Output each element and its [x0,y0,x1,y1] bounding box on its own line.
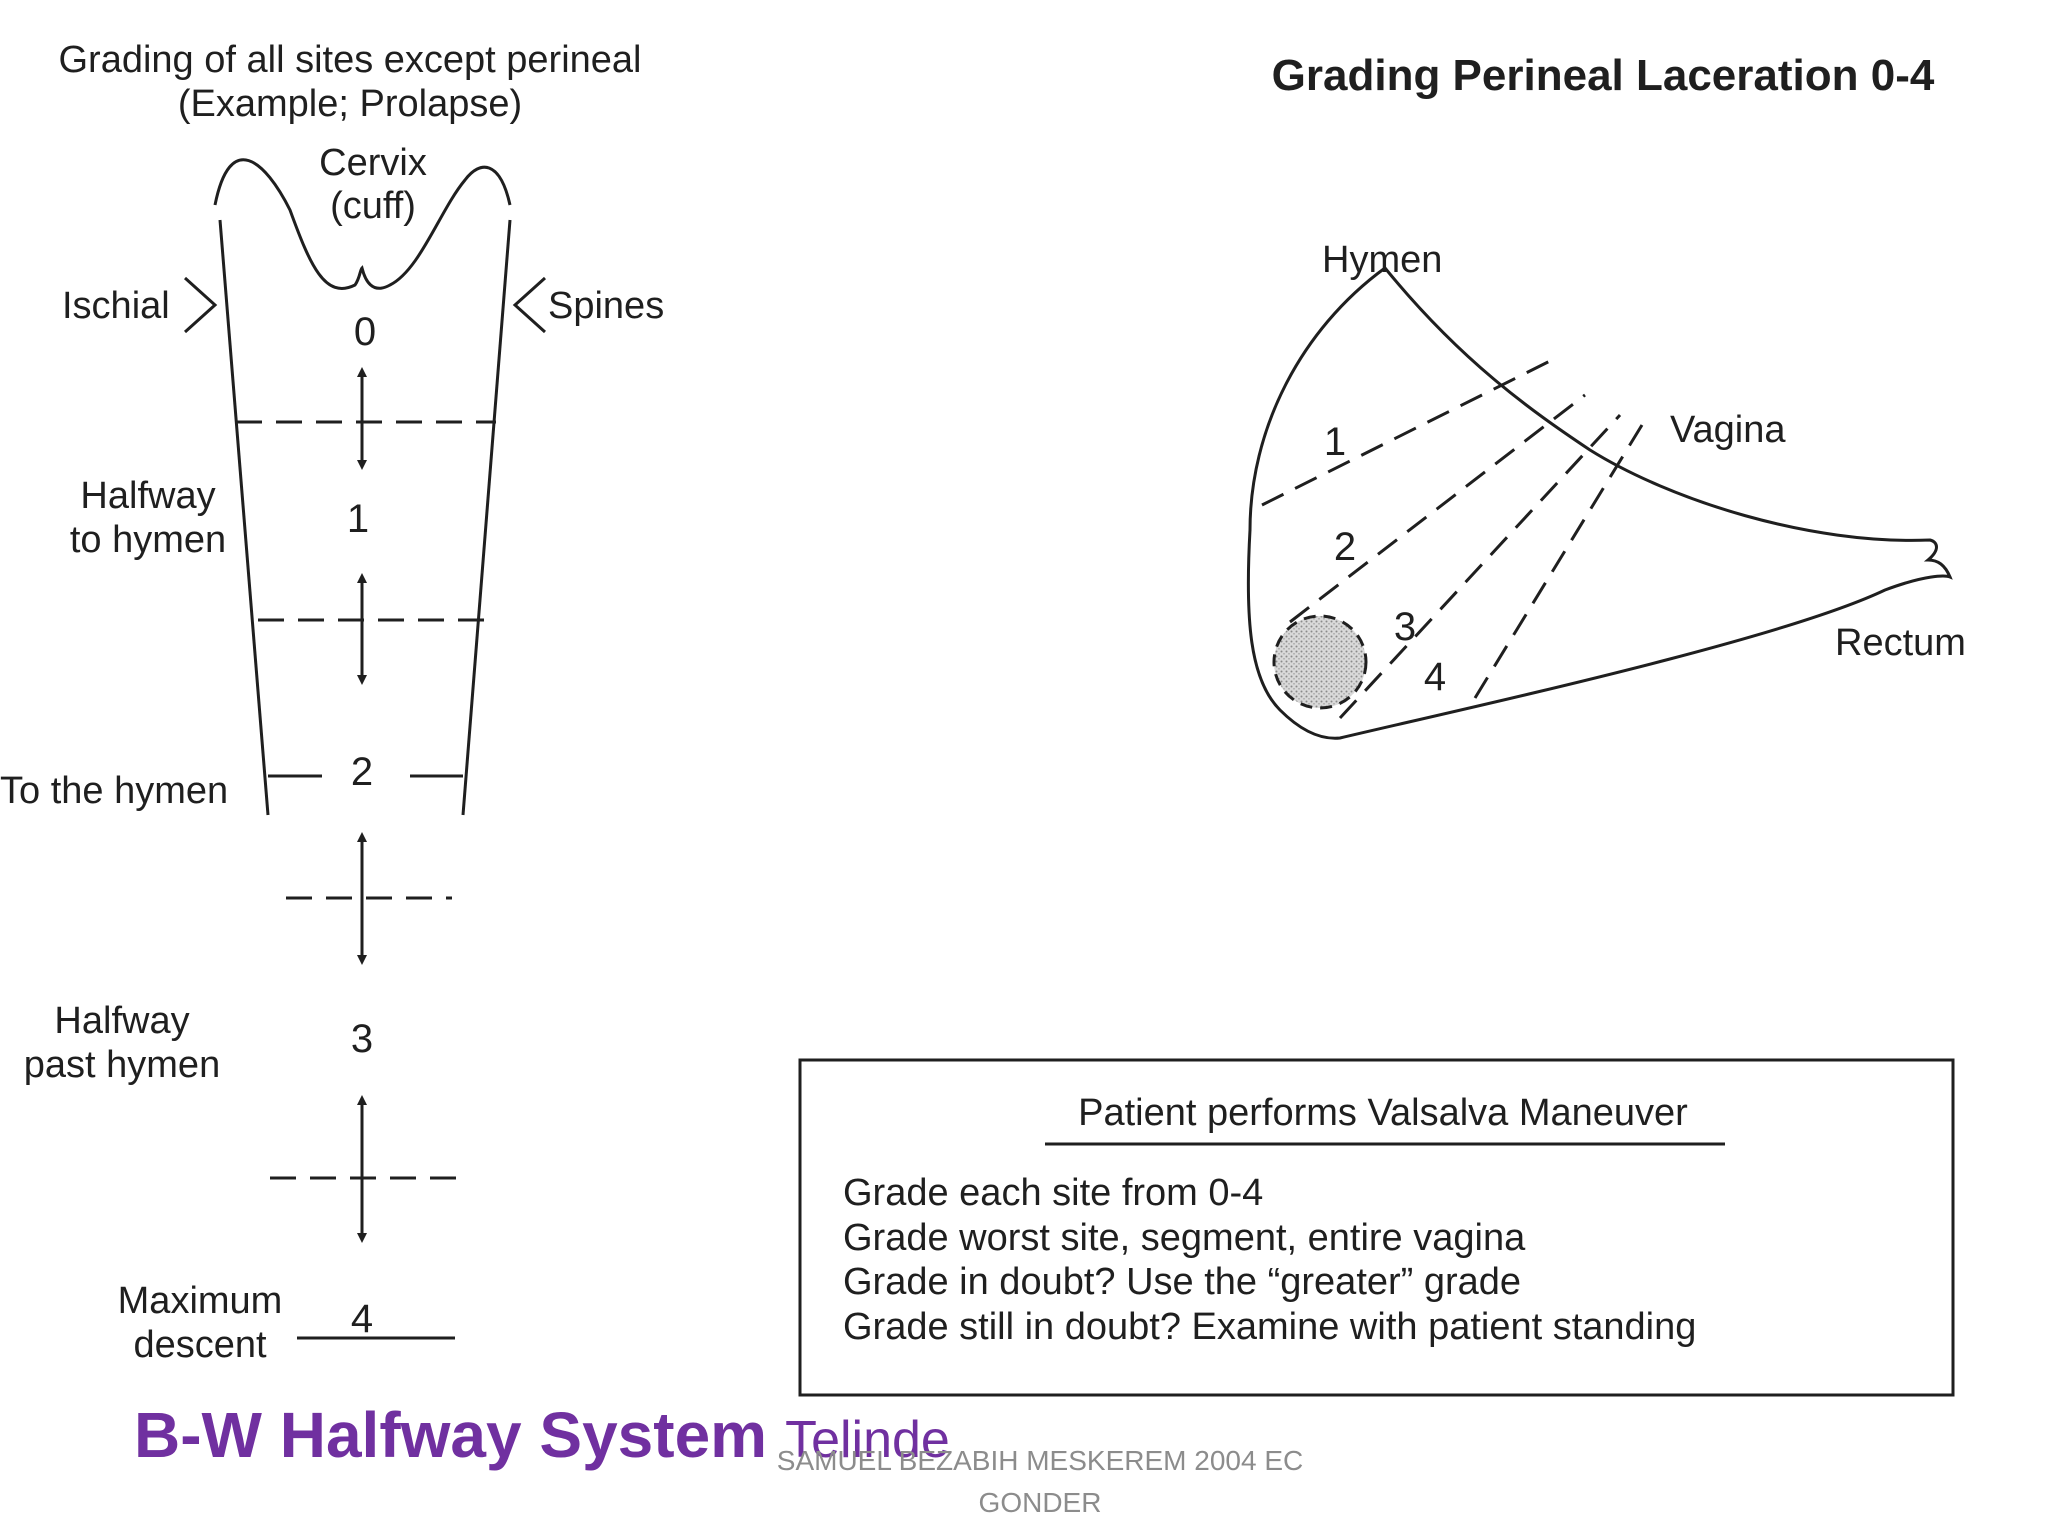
grade-4: 4 [351,1297,373,1341]
past-hymen-label-line1: Halfway [54,1000,189,1042]
laceration-line-2 [1289,393,1586,624]
footer-subtitle: Telinde [785,1411,950,1469]
valsalva-line-3: Grade in doubt? Use the “greater” grade [843,1261,1521,1303]
right-title: Grading Perineal Laceration 0-4 [1272,51,1935,100]
credit-line-2: GONDER [978,1487,1102,1518]
grade-2: 2 [351,750,373,794]
grade-1: 1 [347,497,369,541]
footer-title-main: B-W Halfway System [134,1399,768,1471]
cervix-label-line2: (cuff) [330,185,416,227]
max-descent-label-line2: descent [133,1324,267,1366]
vagina-right-wall [461,219,512,816]
laceration-grade-2: 2 [1334,525,1356,569]
perineal-laceration-diagram: Grading Perineal Laceration 0-4 Hymen Va… [1246,51,1966,740]
ischial-bracket [183,276,218,334]
cervix-label-line1: Cervix [319,142,427,184]
spines-label: Spines [548,285,664,327]
ischial-label: Ischial [62,285,170,327]
laceration-line-4 [1473,424,1644,699]
laceration-line-3 [1338,413,1622,720]
left-title-line2: (Example; Prolapse) [178,83,522,125]
valsalva-box-title: Patient performs Valsalva Maneuver [1078,1092,1688,1134]
hymen-label: Hymen [1322,239,1442,281]
vaginal-grading-diagram: Grading of all sites except perineal (Ex… [0,39,664,1366]
laceration-grade-1: 1 [1324,420,1346,464]
laceration-grade-3: 3 [1394,605,1416,649]
perineum-outline [1246,265,1953,740]
to-hymen-label: To the hymen [0,770,228,812]
valsalva-box-border [798,1058,1955,1397]
grade-0: 0 [354,310,376,354]
valsalva-line-1: Grade each site from 0-4 [843,1172,1263,1214]
vagina-label: Vagina [1670,409,1786,451]
valsalva-line-2: Grade worst site, segment, entire vagina [843,1217,1526,1259]
footer-title: B-W Halfway System Telinde [134,1398,950,1472]
past-hymen-label-line2: past hymen [24,1044,220,1086]
valsalva-line-4: Grade still in doubt? Examine with patie… [843,1306,1696,1348]
spines-bracket [512,276,547,334]
author-credit: SAMUEL BEZABIH MESKEREM 2004 EC GONDER [760,1440,1320,1524]
anal-sphincter [1272,614,1368,710]
credit-line-1: SAMUEL BEZABIH MESKEREM 2004 EC [776,1445,1304,1476]
cervix-outline [213,158,512,290]
laceration-grade-4: 4 [1424,655,1446,699]
laceration-line-1 [1261,358,1553,507]
rectum-label: Rectum [1835,622,1966,664]
halfway-label-line2: to hymen [70,519,226,561]
grade-3: 3 [351,1017,373,1061]
halfway-label-line1: Halfway [80,475,215,517]
vagina-left-wall [218,219,270,816]
valsalva-box: Patient performs Valsalva Maneuver Grade… [798,1058,1955,1397]
left-title-line1: Grading of all sites except perineal [59,39,642,81]
max-descent-label-line1: Maximum [118,1280,283,1322]
